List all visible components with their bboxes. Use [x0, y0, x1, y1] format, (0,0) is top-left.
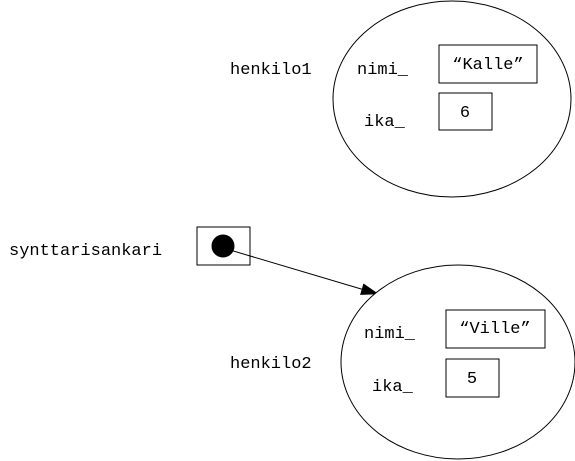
- field-value-ika: 5: [467, 370, 477, 389]
- field-label-nimi: nimi_: [357, 61, 409, 80]
- field-value-nimi: “Ville”: [459, 320, 530, 339]
- object-henkilo1: henkilo1 nimi_ “Kalle” ika_ 6: [230, 0, 572, 198]
- field-label-nimi: nimi_: [364, 325, 416, 344]
- object-henkilo2: henkilo2 nimi_ “Ville” ika_ 5: [230, 264, 575, 460]
- field-label-ika: ika_: [372, 378, 414, 397]
- pointer-dot: [211, 234, 235, 258]
- object-label-henkilo2: henkilo2: [230, 355, 312, 374]
- field-value-nimi: “Kalle”: [452, 56, 523, 75]
- field-value-ika: 6: [460, 104, 470, 123]
- field-value-box-nimi: [445, 309, 546, 349]
- field-value-box-nimi: [438, 44, 538, 84]
- object-label-henkilo1: henkilo1: [230, 61, 312, 80]
- pointer-arrow: [229, 249, 379, 295]
- pointer-label: synttarisankari: [9, 242, 162, 261]
- field-label-ika: ika_: [364, 113, 406, 132]
- pointer-synttarisankari: synttarisankari: [9, 226, 379, 295]
- field-value-box-ika: [438, 92, 493, 131]
- field-value-box-ika: [445, 358, 500, 398]
